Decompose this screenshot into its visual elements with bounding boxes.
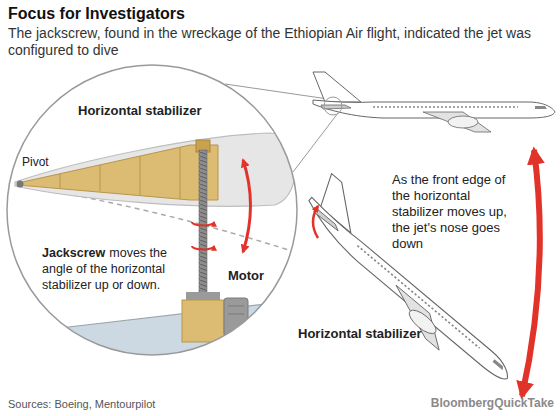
motor-detail [228,314,244,315]
level-jet [313,72,555,132]
stabilizer-structure [18,145,218,200]
part-name: Horizontal stabilizer [298,326,422,341]
motor-body [224,298,248,336]
stabilizer-closeup [0,133,300,370]
text-group: Jackscrewmoves the angle of the horizont… [42,245,190,293]
motion-arrow [243,160,251,252]
part-name: Pivot [22,155,49,169]
brand-logo: BloombergQuickTake [380,396,554,410]
explanation-note: As the front edge of the horizontal stab… [392,172,522,252]
motor-detail [228,306,244,307]
part-name: Motor [228,268,264,283]
magnifier-circle: Horizontal stabilizerPivotMotor Jackscrew… [7,65,297,355]
rotation-arrow [192,246,214,250]
leader-line [225,84,328,99]
jackscrew [199,150,207,308]
stabilizer-ribs [60,148,180,199]
detail-circle [324,97,342,115]
rotation-arrow [192,222,214,226]
stabilizer-airfoil [15,133,295,206]
part-name: Jackscrew [42,246,105,260]
leader-line [293,113,338,172]
source-note: Sources: Boeing, Mentourpilot [8,398,155,410]
attitude-arrow [522,150,540,396]
part-name: Horizontal stabilizer [78,103,202,118]
fuselage-skin [0,300,300,370]
fuselage-edge [0,300,300,335]
chart-title: Focus for Investigators [8,5,185,23]
gearbox [182,300,224,342]
stabilizer-arrow [313,206,318,238]
magnifier-outline [7,65,297,355]
pivot-point [17,181,24,188]
subtitle: The jackscrew, found in the wreckage of … [8,25,538,59]
